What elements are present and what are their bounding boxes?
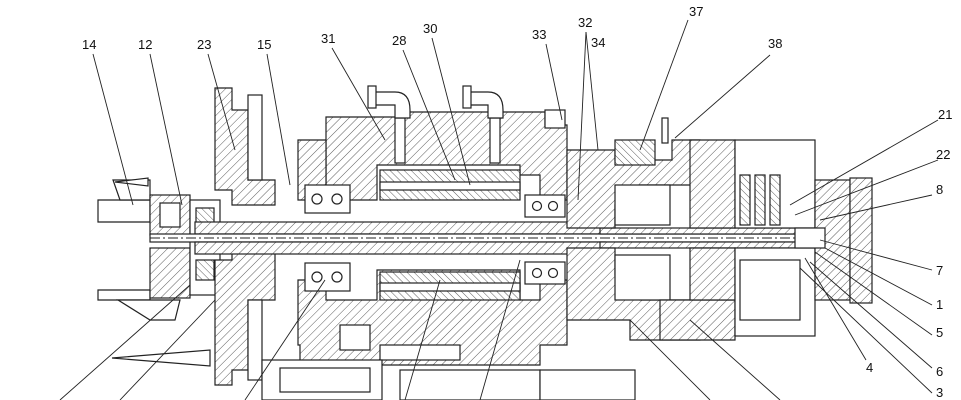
label-28: 28 [392, 33, 407, 48]
label-34: 34 [591, 35, 606, 50]
lower-bracket [261, 359, 636, 400]
label-4: 4 [866, 360, 874, 375]
chuck-body [149, 194, 221, 299]
motor-stator [379, 169, 521, 301]
rear-bearing-lower [524, 261, 566, 285]
rear-bearing-upper [524, 194, 566, 218]
chuck-jaw-upper [97, 177, 151, 223]
fluid-fitting-right [462, 85, 504, 119]
label-31: 31 [321, 31, 336, 46]
spindle-shaft [149, 221, 820, 255]
label-22: 22 [936, 147, 951, 162]
label-37: 37 [689, 4, 704, 19]
label-5: 5 [936, 325, 944, 340]
leader-lines [59, 19, 939, 400]
label-30: 30 [423, 21, 438, 36]
label-8: 8 [936, 182, 944, 197]
sensor-flag [614, 117, 669, 166]
label-6: 6 [936, 364, 944, 379]
label-33: 33 [532, 27, 547, 42]
label-14: 14 [82, 37, 97, 52]
front-bearing-upper [304, 184, 351, 214]
housing-cap [544, 109, 566, 129]
label-38: 38 [768, 36, 783, 51]
label-1: 1 [936, 297, 944, 312]
label-12: 12 [138, 37, 153, 52]
front-bearing-lower [304, 262, 351, 292]
fluid-fitting-left [367, 85, 411, 119]
label-32: 32 [578, 15, 593, 30]
label-21: 21 [938, 107, 953, 122]
label-23: 23 [197, 37, 212, 52]
chuck-jaw-lower [97, 289, 211, 367]
label-15: 15 [257, 37, 272, 52]
label-3: 3 [936, 385, 944, 400]
label-7: 7 [936, 263, 944, 278]
